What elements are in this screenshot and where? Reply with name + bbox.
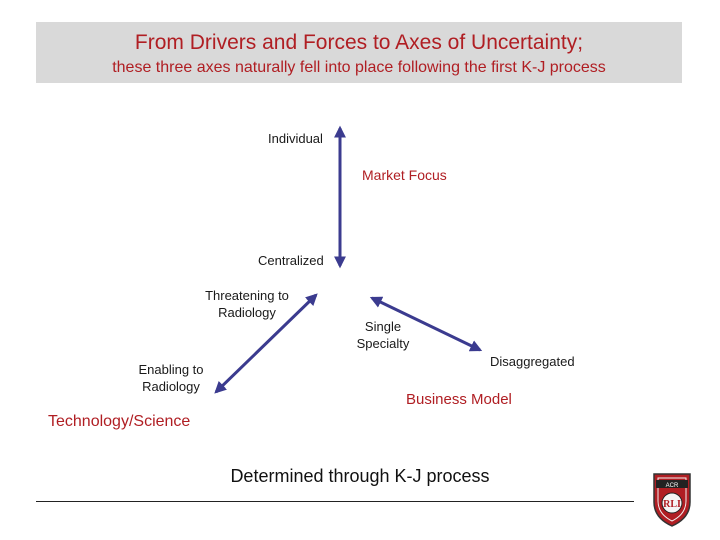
logo-banner: ACR (666, 483, 679, 489)
slide-title: From Drivers and Forces to Axes of Uncer… (134, 31, 584, 54)
business-model-axis-arrow (369, 296, 483, 352)
slide-subtitle: these three axes naturally fell into pla… (112, 59, 606, 76)
market-focus-axis-name: Market Focus (362, 167, 447, 183)
technology-axis-name: Technology/Science (48, 413, 191, 430)
technology-upper-label: Threatening to Radiology (205, 288, 289, 320)
market-bottom-label: Centralized (258, 253, 324, 268)
technology-lower-label: Enabling to Radiology (138, 362, 204, 394)
footer-rule (36, 501, 634, 502)
title-banner: From Drivers and Forces to Axes of Uncer… (36, 22, 682, 83)
rli-shield-logo: RLI ACR (653, 473, 691, 527)
logo-monogram: RLI (663, 499, 681, 510)
market-top-label: Individual (268, 131, 323, 146)
business-right-label: Disaggregated (490, 354, 575, 369)
technology-axis-arrow (214, 293, 318, 394)
business-model-axis-name: Business Model (406, 391, 512, 408)
business-left-label: Single Specialty (356, 319, 410, 351)
footer-caption: Determined through K-J process (230, 466, 490, 486)
